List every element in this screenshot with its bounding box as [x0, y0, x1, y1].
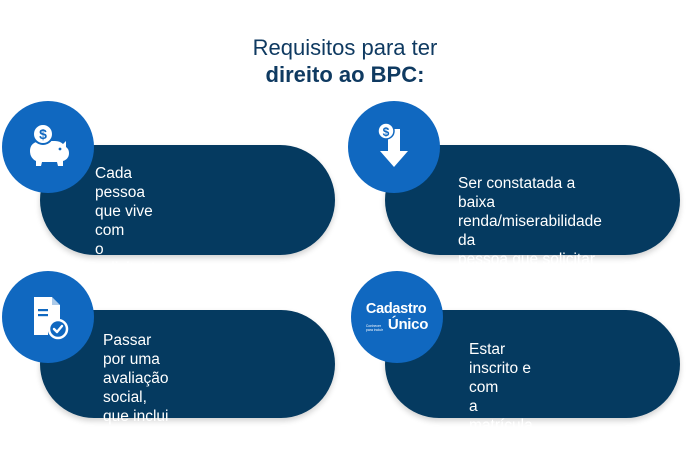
requirement-text: Estar inscrito e com a matrícula atualiz…: [469, 341, 540, 460]
title-line-1: Requisitos para ter: [252, 35, 438, 60]
logo-top-text: Cadastro: [365, 301, 427, 318]
requirement-text: Passar por uma avaliação social, que inc…: [103, 332, 169, 460]
cadastro-unico-logo: Cadastro Conhecer para incluir Único: [351, 271, 443, 363]
svg-text:$: $: [383, 125, 390, 139]
dollar-down-arrow-icon: $: [377, 122, 408, 167]
page-title: Requisitos para ter direito ao BPC:: [0, 34, 690, 88]
svg-text:$: $: [39, 126, 47, 142]
icon-circle: $: [2, 101, 94, 193]
requirement-text: Ser constatada a baixa renda/miserabilid…: [458, 175, 602, 287]
document-check-icon: [34, 297, 69, 340]
icon-circle: $: [348, 101, 440, 193]
title-line-2: direito ao BPC:: [265, 62, 425, 87]
icon-circle: [2, 271, 94, 363]
logo-subtitle: Conhecer para incluir: [365, 323, 384, 332]
logo-bottom-text: Único: [387, 315, 429, 333]
piggy-bank-dollar-icon: $: [30, 123, 69, 166]
